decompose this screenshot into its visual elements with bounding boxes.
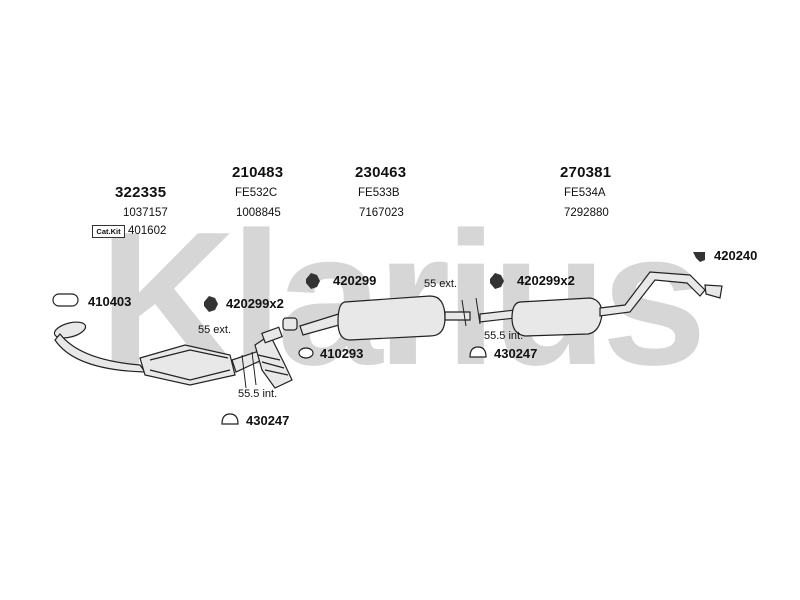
- rear-ref: 7292880: [564, 207, 609, 219]
- rear-silencer[interactable]: [479, 271, 723, 337]
- hanger-410403-icon[interactable]: [52, 293, 79, 307]
- cat-ref: 1037157: [123, 207, 168, 219]
- tip-420240-label: 420240: [714, 248, 758, 263]
- clamp-430247-right-label: 430247: [494, 346, 538, 361]
- front-part-number: 210483: [232, 164, 284, 181]
- hanger-410403-label: 410403: [88, 294, 132, 309]
- cat-kit-number: 401602: [128, 225, 167, 237]
- cat-part-number: 322335: [115, 184, 167, 201]
- mount-420299x2-right-icon: [490, 273, 504, 289]
- tip-420240-icon: [693, 252, 705, 262]
- mount-icons: [204, 273, 504, 312]
- joint-markers: [241, 297, 481, 389]
- catalyst-section[interactable]: [53, 319, 267, 386]
- right-int-dimension: 55.5 int.: [484, 330, 524, 342]
- gasket-410293-icon: [298, 347, 314, 359]
- clamp-430247-left-label: 430247: [246, 413, 290, 428]
- left-int-dimension: 55.5 int.: [238, 388, 278, 400]
- mount-420299-label: 420299: [333, 273, 377, 288]
- clamp-430247-left-icon: [221, 413, 239, 425]
- center-ref: 7167023: [359, 207, 404, 219]
- mount-420299x2-left-label: 420299x2: [226, 296, 284, 311]
- left-ext-dimension: 55 ext.: [198, 324, 232, 336]
- cat-kit-tag: Cat.Kit: [92, 225, 125, 238]
- right-ext-dimension: 55 ext.: [424, 278, 458, 290]
- gasket-410293-label: 410293: [320, 346, 364, 361]
- mount-420299x2-left-icon: [204, 296, 218, 312]
- mount-420299-icon: [306, 273, 320, 289]
- front-ref: 1008845: [236, 207, 281, 219]
- clamp-430247-right-icon: [469, 346, 487, 358]
- rear-part-number: 270381: [560, 164, 612, 181]
- mount-420299x2-right-label: 420299x2: [517, 273, 575, 288]
- rear-model: FE534A: [564, 187, 606, 199]
- center-part-number: 230463: [355, 164, 407, 181]
- front-pipe[interactable]: [254, 317, 298, 389]
- center-silencer[interactable]: [299, 295, 471, 341]
- center-model: FE533B: [358, 187, 400, 199]
- front-model: FE532C: [235, 187, 278, 199]
